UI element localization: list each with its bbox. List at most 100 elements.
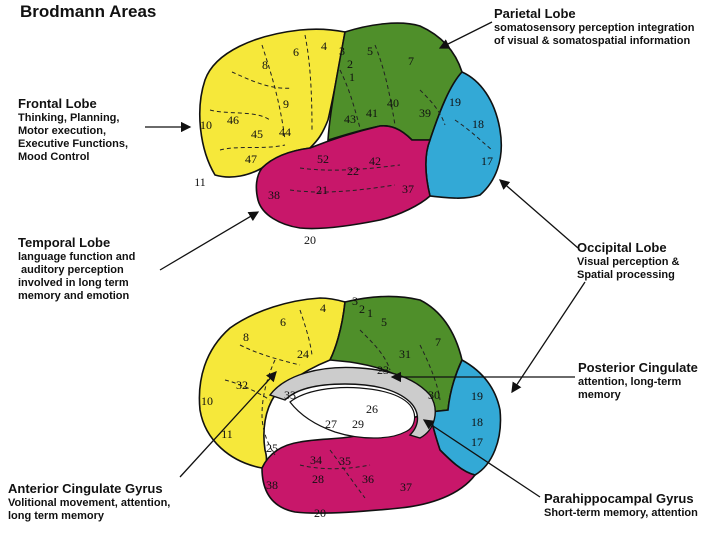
area-label-18: 18 — [472, 117, 484, 131]
anterior-cingulate-arrow — [179, 371, 277, 478]
area-label-45: 45 — [251, 127, 263, 141]
parahippocampal-line: Short-term memory, attention — [544, 507, 698, 519]
area-label-11: 11 — [221, 427, 233, 441]
posterior-cingulate-line: attention, long-term — [578, 376, 682, 388]
anterior-cingulate-line: long term memory — [8, 510, 104, 522]
lateral-area-labels: 1 2 3 4 5 6 7 8 9 10 11 17 18 19 20 21 2… — [194, 39, 493, 247]
area-label-20: 20 — [314, 506, 326, 520]
parahippocampal-label: Parahippocampal Gyrus Short-term memory,… — [544, 491, 698, 520]
area-label-20: 20 — [304, 233, 316, 247]
lateral-temporal-region — [255, 125, 432, 230]
area-label-18: 18 — [471, 415, 483, 429]
temporal-line: memory and emotion — [18, 290, 130, 302]
occipital-lobe-label: Occipital Lobe Visual perception & Spati… — [577, 240, 680, 282]
occipital-line: Visual perception & — [577, 256, 680, 268]
parahippocampal-heading: Parahippocampal Gyrus — [544, 491, 694, 506]
lateral-occipital-region — [425, 71, 503, 199]
area-label-40: 40 — [387, 96, 399, 110]
area-label-7: 7 — [435, 335, 441, 349]
area-label-4: 4 — [320, 301, 326, 315]
pointer-arrows — [145, 21, 586, 498]
parietal-line: of visual & somatospatial information — [494, 35, 691, 47]
area-label-30: 30 — [428, 388, 440, 402]
area-label-6: 6 — [293, 45, 299, 59]
parietal-lobe-label: Parietal Lobe somatosensory perception i… — [494, 6, 694, 48]
area-label-22: 22 — [347, 164, 359, 178]
area-label-32: 32 — [236, 378, 248, 392]
temporal-line: language function and — [18, 251, 136, 263]
medial-area-labels: 1 2 3 4 5 6 7 8 10 11 17 18 19 20 23 24 … — [201, 294, 483, 520]
area-label-19: 19 — [471, 389, 483, 403]
cingulate-band — [268, 366, 436, 439]
area-label-52: 52 — [317, 152, 329, 166]
area-label-5: 5 — [367, 44, 373, 58]
parietal-line: somatosensory perception integration — [494, 22, 695, 34]
area-label-24: 24 — [297, 347, 309, 361]
temporal-line: involved in long term — [18, 277, 129, 289]
area-label-1: 1 — [349, 70, 355, 84]
area-label-4: 4 — [321, 39, 327, 53]
area-label-23: 23 — [377, 363, 389, 377]
parietal-lobe-heading: Parietal Lobe — [494, 6, 576, 21]
occipital-line: Spatial processing — [577, 269, 675, 281]
area-label-39: 39 — [419, 106, 431, 120]
area-label-37: 37 — [402, 182, 414, 196]
area-label-46: 46 — [227, 113, 239, 127]
area-label-26: 26 — [366, 402, 378, 416]
posterior-cingulate-label: Posterior Cingulate attention, long-term… — [578, 360, 698, 402]
area-label-38: 38 — [266, 478, 278, 492]
anterior-cingulate-label: Anterior Cingulate Gyrus Volitional move… — [8, 481, 170, 523]
area-label-2: 2 — [347, 57, 353, 71]
area-label-33: 33 — [284, 388, 296, 402]
area-label-2: 2 — [359, 302, 365, 316]
area-label-27: 27 — [325, 417, 337, 431]
frontal-line: Thinking, Planning, — [18, 112, 120, 124]
area-label-47: 47 — [245, 152, 257, 166]
parietal-arrow — [438, 21, 493, 49]
frontal-lobe-label: Frontal Lobe Thinking, Planning, Motor e… — [18, 96, 128, 164]
posterior-cingulate-line: memory — [578, 389, 621, 401]
medial-frontal-region — [198, 297, 346, 469]
medial-brain — [198, 295, 502, 515]
area-label-44: 44 — [279, 125, 291, 139]
area-label-38: 38 — [268, 188, 280, 202]
anterior-cingulate-heading: Anterior Cingulate Gyrus — [8, 481, 163, 496]
area-label-17: 17 — [471, 435, 483, 449]
area-label-17: 17 — [481, 154, 493, 168]
posterior-cingulate-heading: Posterior Cingulate — [578, 360, 698, 375]
area-label-10: 10 — [200, 118, 212, 132]
area-label-19: 19 — [449, 95, 461, 109]
area-label-28: 28 — [312, 472, 324, 486]
occipital-arrow-top — [499, 179, 579, 249]
area-label-35: 35 — [339, 454, 351, 468]
area-label-8: 8 — [243, 330, 249, 344]
area-label-41: 41 — [366, 106, 378, 120]
frontal-line: Motor execution, — [18, 125, 107, 137]
area-label-43: 43 — [344, 112, 356, 126]
area-label-42: 42 — [369, 154, 381, 168]
area-label-31: 31 — [399, 347, 411, 361]
area-label-10: 10 — [201, 394, 213, 408]
page-title: Brodmann Areas — [20, 2, 157, 21]
frontal-line: Mood Control — [18, 151, 90, 163]
area-label-3: 3 — [339, 44, 345, 58]
anterior-cingulate-line: Volitional movement, attention, — [8, 497, 171, 509]
area-label-6: 6 — [280, 315, 286, 329]
area-label-3: 3 — [352, 294, 358, 308]
area-label-5: 5 — [381, 315, 387, 329]
occipital-lobe-heading: Occipital Lobe — [577, 240, 667, 255]
lateral-brain — [199, 22, 503, 230]
area-label-36: 36 — [362, 472, 374, 486]
area-label-1: 1 — [367, 306, 373, 320]
temporal-arrow — [159, 211, 260, 271]
area-label-34: 34 — [310, 453, 322, 467]
area-label-11: 11 — [194, 175, 206, 189]
area-label-37: 37 — [400, 480, 412, 494]
area-label-8: 8 — [262, 58, 268, 72]
area-label-21: 21 — [316, 183, 328, 197]
area-label-25: 25 — [266, 441, 278, 455]
area-label-9: 9 — [283, 97, 289, 111]
temporal-lobe-label: Temporal Lobe language function and audi… — [18, 235, 135, 303]
area-label-7: 7 — [408, 54, 414, 68]
